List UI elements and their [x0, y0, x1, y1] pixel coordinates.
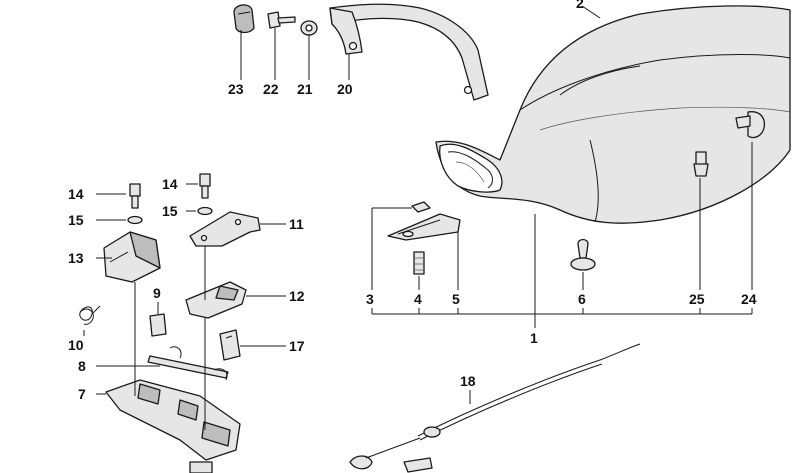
leader-lines: [83, 5, 753, 430]
screw-4-illustration: [413, 251, 425, 275]
callout-15-left: 15: [68, 212, 84, 228]
callout-9: 9: [153, 285, 161, 301]
callout-17: 17: [289, 338, 305, 354]
knob-6-illustration: [570, 238, 596, 271]
bolt-22-illustration: [267, 11, 296, 29]
callout-25: 25: [689, 291, 705, 307]
catch-plate-5-illustration: [387, 213, 461, 241]
latch-12-illustration: [185, 281, 247, 319]
nut-3-illustration: [411, 201, 431, 213]
callout-10: 10: [68, 337, 84, 353]
callout-15-right: 15: [162, 203, 178, 219]
callout-2: 2: [576, 0, 584, 11]
callout-22: 22: [263, 81, 279, 97]
cable-18-illustration: [349, 343, 641, 473]
callout-11: 11: [289, 216, 304, 232]
cap-23-illustration: [233, 4, 255, 34]
callout-7: 7: [78, 386, 86, 402]
callout-21: 21: [297, 81, 313, 97]
washer-15-left-illustration: [127, 215, 143, 225]
callout-18: 18: [460, 373, 476, 389]
rod-8-illustration: [147, 346, 229, 381]
callout-24: 24: [741, 291, 757, 307]
pin-25-illustration: [693, 151, 709, 177]
grab-rail-illustration: [329, 3, 489, 101]
callout-13: 13: [68, 250, 84, 266]
washer-15-right-illustration: [197, 206, 213, 216]
callout-5: 5: [452, 291, 460, 307]
support-block-13-illustration: [103, 231, 161, 283]
callout-labels: 2 23 22 21 20 14 14 15 15 11 13 12 9 10 …: [68, 0, 757, 402]
callout-14-right: 14: [162, 176, 178, 192]
clip-9-illustration: [149, 313, 167, 337]
base-plate-7-illustration: [105, 379, 241, 461]
callout-23: 23: [228, 81, 244, 97]
screw-14-right-illustration: [199, 173, 211, 199]
washer-21-illustration: [300, 20, 318, 36]
seat-illustration: [435, 5, 791, 224]
callout-8: 8: [78, 358, 86, 374]
callout-20: 20: [337, 81, 353, 97]
screw-14-left-illustration: [129, 183, 141, 209]
clip-17-illustration: [219, 329, 241, 361]
spring-10-illustration: [79, 305, 101, 325]
callout-12: 12: [289, 288, 305, 304]
callout-14-left: 14: [68, 186, 84, 202]
footer-bracket-illustration: [189, 461, 213, 473]
callout-4: 4: [414, 291, 422, 307]
callout-1: 1: [530, 330, 538, 346]
callout-6: 6: [578, 291, 586, 307]
knob-screw-24-illustration: [735, 111, 766, 139]
bracket-11-illustration: [189, 211, 261, 247]
callout-3: 3: [366, 291, 374, 307]
